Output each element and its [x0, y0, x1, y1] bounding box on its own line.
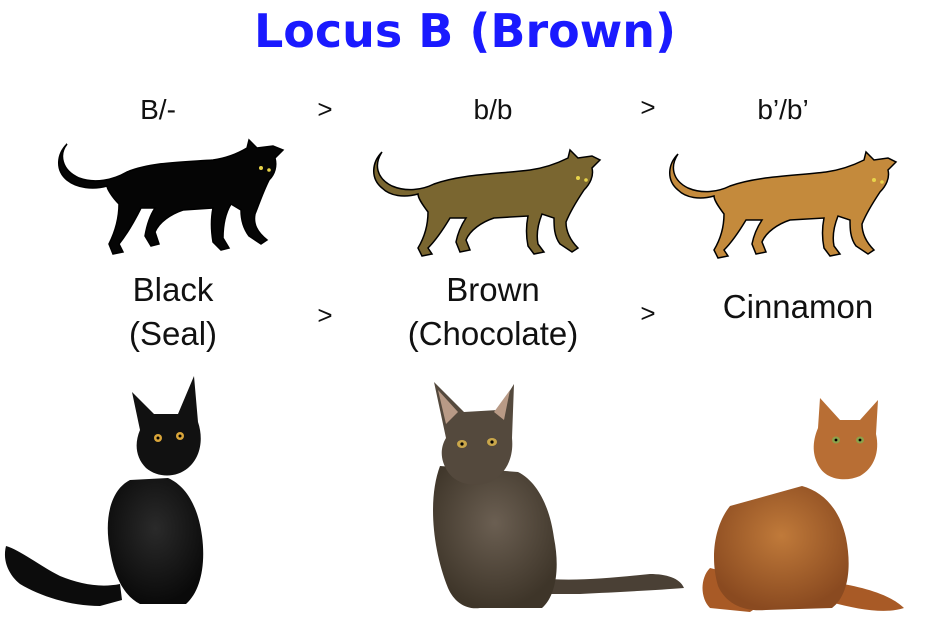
cat-body-shape	[58, 138, 285, 255]
dominance-symbol: >	[317, 300, 333, 330]
phenotype-brown: Brown (Chocolate)	[380, 268, 606, 356]
cat-body-shape	[669, 150, 898, 259]
page-title: Locus B (Brown)	[253, 4, 677, 58]
brown-cat-photo	[433, 382, 684, 609]
phenotype-cinnamon: Cinnamon	[698, 285, 898, 329]
genotype-B-dominant: B/-	[140, 94, 176, 125]
phenotype-name: Cinnamon	[722, 288, 874, 325]
phenotype-alias: (Seal)	[128, 315, 218, 352]
cat-body-shape	[373, 148, 602, 257]
genotype-b-recessive: b/b	[473, 94, 513, 125]
dominance-symbol: >	[640, 298, 656, 328]
phenotype-black: Black (Seal)	[88, 268, 258, 356]
black-cat-photo	[4, 376, 204, 606]
cinnamon-cat-photo	[702, 398, 904, 612]
genotype-b-prime: b’/b’	[757, 94, 809, 125]
black-cat-silhouette	[58, 138, 285, 255]
brown-cat-silhouette	[373, 148, 602, 257]
phenotype-name: Black	[132, 271, 214, 308]
phenotype-alias: (Chocolate)	[407, 315, 579, 352]
dominance-symbol: >	[640, 92, 656, 122]
cinnamon-cat-silhouette	[669, 150, 898, 259]
phenotype-name: Brown	[446, 271, 540, 308]
dominance-symbol: >	[317, 94, 333, 124]
